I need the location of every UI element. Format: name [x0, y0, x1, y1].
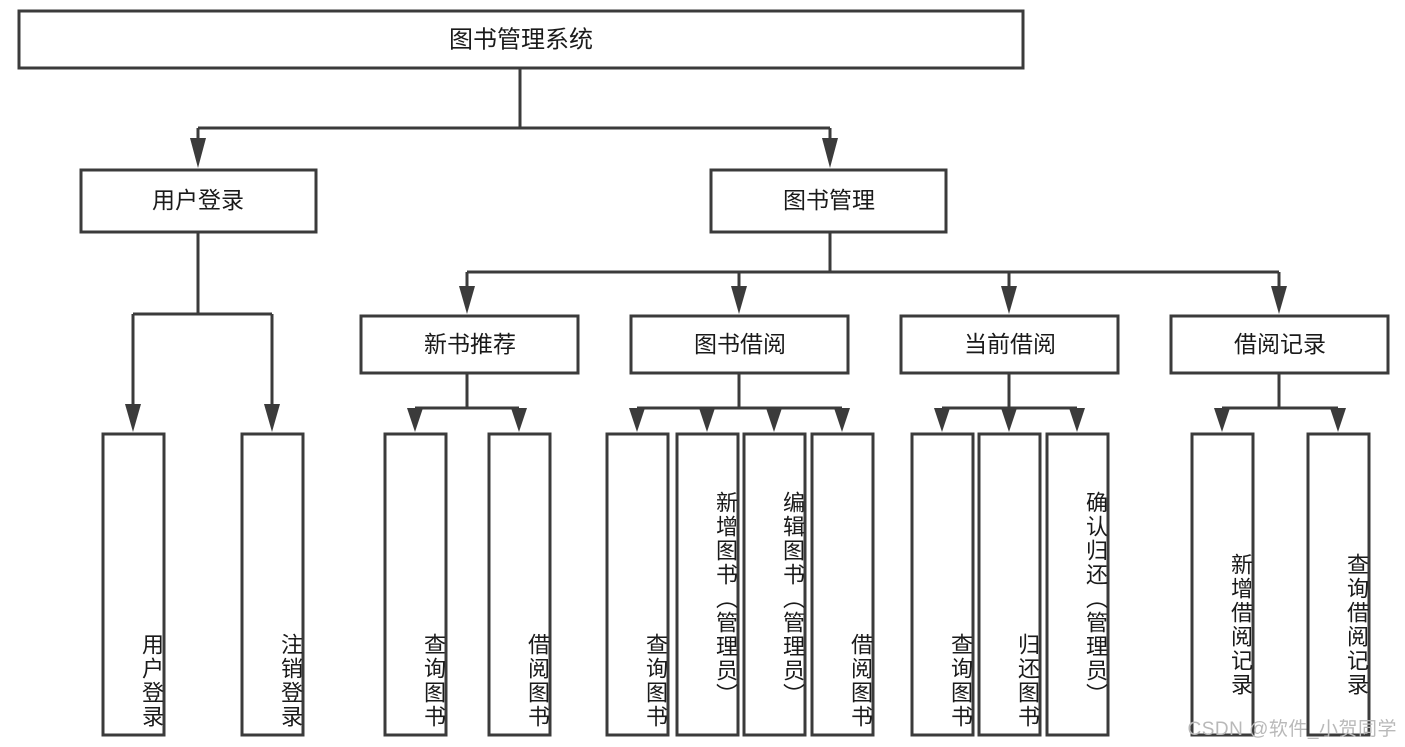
leaf-boxes-user-login — [101, 432, 305, 737]
node-borrow-records-label: 借阅记录 — [1234, 331, 1326, 357]
connectors-borrow-records-to-leaves — [1214, 373, 1346, 432]
node-root-box[interactable] — [17, 9, 1025, 70]
leaf-box-nbr-2[interactable] — [487, 432, 552, 737]
arrowhead-new-book-recommend — [459, 286, 475, 314]
leaf-box-cb-3[interactable] — [1045, 432, 1110, 737]
arrowhead-borrow-records — [1271, 286, 1287, 314]
leaf-box-bb-3[interactable] — [742, 432, 807, 737]
leaf-box-cb-1[interactable] — [910, 432, 975, 737]
leaf-boxes-borrow-records — [1190, 432, 1371, 737]
node-current-borrow[interactable]: 当前借阅 — [899, 314, 1120, 375]
arrowhead-leaf-bb-2 — [699, 408, 715, 432]
leaf-box-user-login-2[interactable] — [240, 432, 305, 737]
node-current-borrow-label: 当前借阅 — [964, 331, 1056, 357]
node-new-book-recommend-box[interactable] — [359, 314, 580, 375]
leaf-box-bb-4[interactable] — [810, 432, 875, 737]
arrowhead-leaf-cb-1 — [934, 408, 950, 432]
node-new-book-recommend-label: 新书推荐 — [424, 331, 516, 357]
leaf-box-nbr-1[interactable] — [383, 432, 448, 737]
node-current-borrow-box[interactable] — [899, 314, 1120, 375]
arrowhead-leaf-nbr-1 — [407, 408, 423, 432]
arrowhead-leaf-bb-1 — [629, 408, 645, 432]
arrowhead-user-login — [190, 138, 206, 168]
leaf-box-br-2[interactable] — [1306, 432, 1371, 737]
arrowhead-book-mgmt — [822, 138, 838, 168]
node-root-label: 图书管理系统 — [449, 26, 593, 53]
node-book-management-label: 图书管理 — [783, 187, 875, 213]
node-root[interactable]: 图书管理系统 — [17, 9, 1025, 70]
connectors-book-borrow-to-leaves — [629, 373, 850, 432]
arrowhead-leaf-br-1 — [1214, 408, 1230, 432]
connectors-user-login-to-leaves — [125, 232, 280, 432]
node-borrow-records[interactable]: 借阅记录 — [1169, 314, 1390, 375]
arrowhead-book-borrow — [731, 286, 747, 314]
node-book-management-box[interactable] — [709, 168, 948, 234]
watermark-text: CSDN @软件_小贺同学 — [1187, 719, 1397, 740]
arrowhead-leaf-user-login-1 — [125, 404, 141, 432]
connectors-book-mgmt-to-level3 — [459, 232, 1287, 314]
arrowhead-leaf-bb-4 — [834, 408, 850, 432]
arrowhead-leaf-bb-3 — [766, 408, 782, 432]
leaf-box-bb-1[interactable] — [605, 432, 670, 737]
arrowhead-leaf-user-login-2 — [264, 404, 280, 432]
node-user-login-label: 用户登录 — [152, 187, 244, 213]
arrowhead-current-borrow — [1001, 286, 1017, 314]
leaf-box-br-1[interactable] — [1190, 432, 1255, 737]
leaf-box-cb-2[interactable] — [977, 432, 1042, 737]
arrowhead-leaf-br-2 — [1330, 408, 1346, 432]
arrowhead-leaf-nbr-2 — [511, 408, 527, 432]
node-book-borrow[interactable]: 图书借阅 — [629, 314, 850, 375]
leaf-box-user-login-1[interactable] — [101, 432, 166, 737]
leaf-boxes-book-borrow — [605, 432, 875, 737]
node-new-book-recommend[interactable]: 新书推荐 — [359, 314, 580, 375]
node-user-login-box[interactable] — [79, 168, 318, 234]
connectors-new-book-recommend-to-leaves — [407, 373, 527, 432]
node-borrow-records-box[interactable] — [1169, 314, 1390, 375]
node-book-borrow-box[interactable] — [629, 314, 850, 375]
leaf-boxes-current-borrow — [910, 432, 1110, 737]
connectors-root-to-level2 — [190, 68, 838, 168]
leaf-box-bb-2[interactable] — [675, 432, 740, 737]
connectors-current-borrow-to-leaves — [934, 373, 1085, 432]
node-book-management[interactable]: 图书管理 — [709, 168, 948, 234]
arrowhead-leaf-cb-3 — [1069, 408, 1085, 432]
arrowhead-leaf-cb-2 — [1001, 408, 1017, 432]
leaf-boxes-new-book-recommend — [383, 432, 552, 737]
node-user-login[interactable]: 用户登录 — [79, 168, 318, 234]
node-book-borrow-label: 图书借阅 — [694, 331, 786, 357]
